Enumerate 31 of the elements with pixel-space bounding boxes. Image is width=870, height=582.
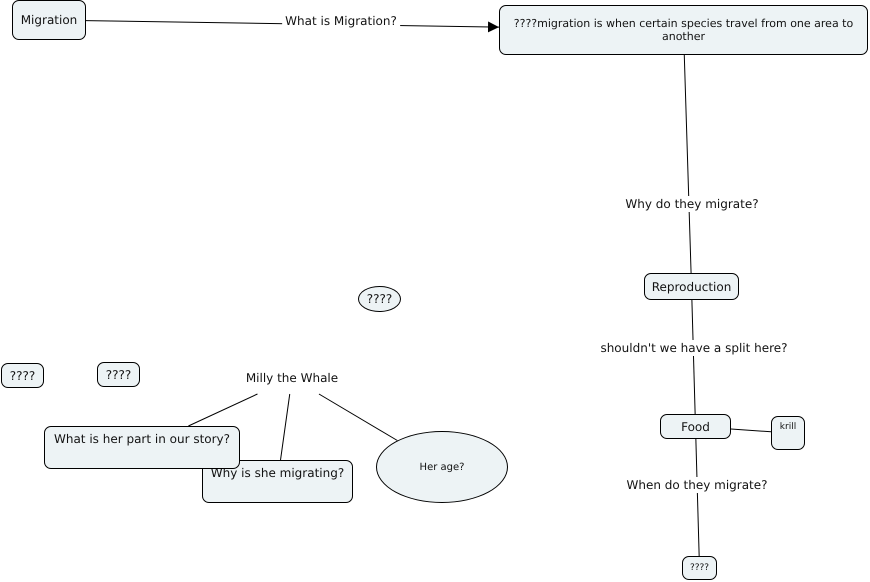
- concept-box: [44, 426, 240, 469]
- connector-line: [318, 394, 398, 441]
- node-text: Her age?: [420, 462, 464, 472]
- node-text: What is her part in our story?: [54, 432, 230, 446]
- connector-line: [188, 394, 258, 426]
- node-text: Food: [681, 420, 710, 434]
- node-text: Migration: [20, 13, 78, 27]
- node-text: ????: [366, 292, 392, 306]
- connector-line: [691, 300, 696, 414]
- node-text: Why is she migrating?: [210, 466, 344, 480]
- edge-label: What is Migration?: [282, 13, 400, 29]
- node-text: ????: [690, 563, 710, 573]
- concept-box: [660, 414, 731, 439]
- concept-ellipse: [358, 286, 401, 312]
- connector-line: [684, 54, 692, 274]
- concept-box: [12, 0, 86, 40]
- connector-line: [280, 394, 290, 460]
- concept-box: [682, 556, 717, 580]
- concept-box: [1, 363, 44, 388]
- concept-label: Milly the Whale: [246, 371, 338, 385]
- node-text: Reproduction: [652, 280, 732, 294]
- node-text: ????migration is when certain species travel from one area to another: [512, 17, 854, 43]
- node-text: ????: [10, 368, 36, 382]
- concept-box: [202, 460, 353, 503]
- concept-box: [97, 362, 140, 387]
- concept-box: [771, 416, 805, 450]
- node-text: ????: [106, 368, 132, 382]
- concept-box: [499, 5, 868, 55]
- concept-box: [644, 273, 739, 300]
- connector-line: [730, 428, 772, 432]
- node-text: krill: [780, 422, 796, 432]
